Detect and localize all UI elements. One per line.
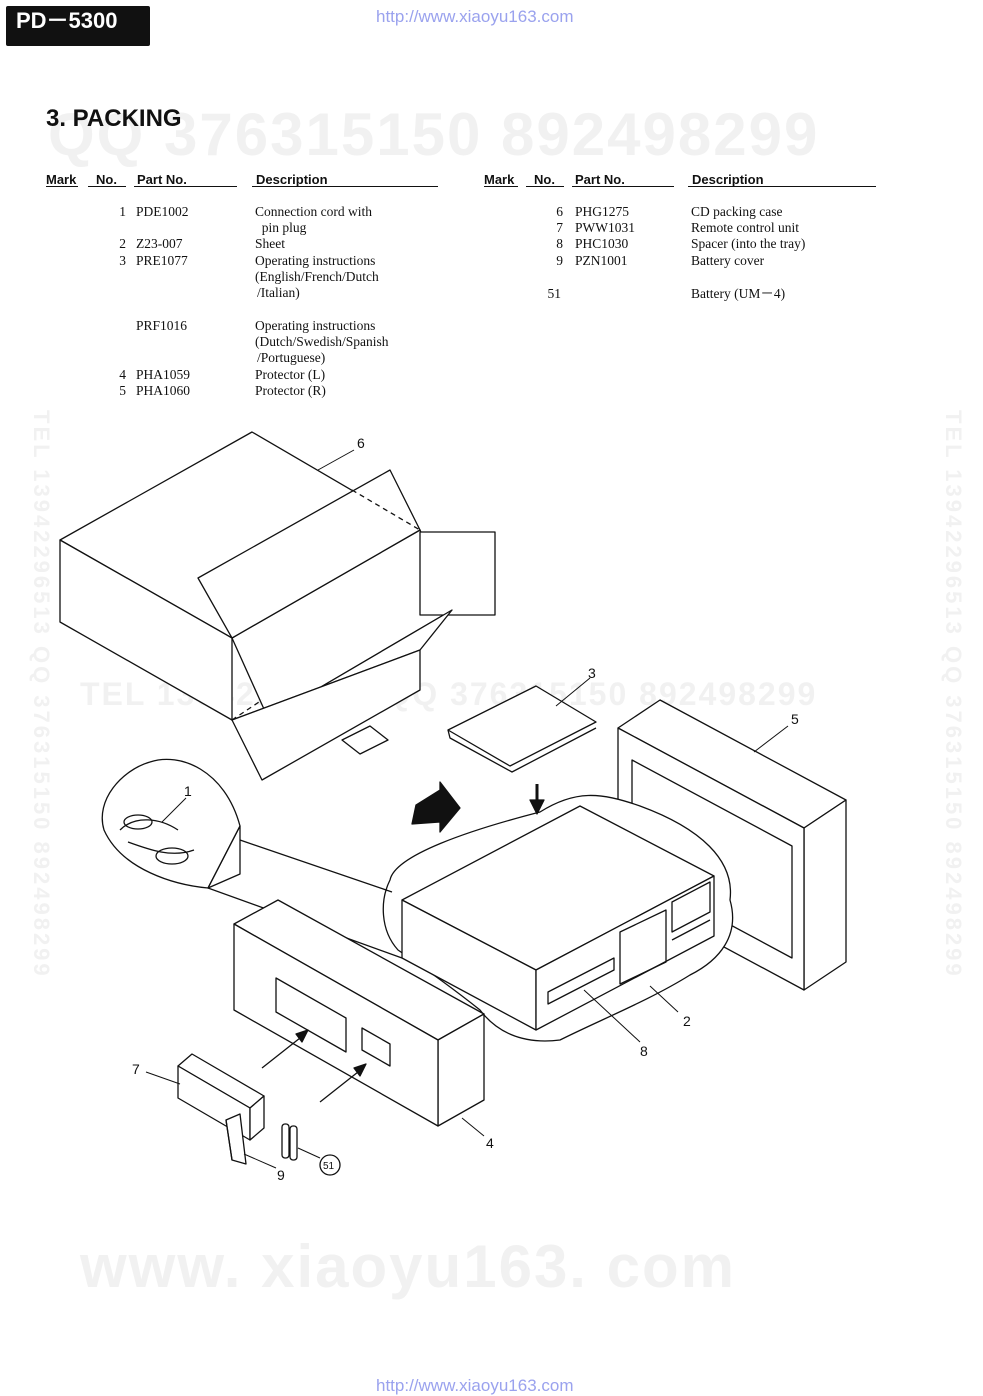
- part-no: 7: [556, 220, 563, 235]
- rule: [572, 186, 674, 187]
- callout-51: 51: [323, 1161, 335, 1172]
- col-no-right: No.: [534, 172, 555, 187]
- cord-detail: [101, 758, 403, 959]
- part-no: 4: [119, 367, 126, 382]
- callout-2: 2: [683, 1013, 691, 1029]
- part-no: 5: [119, 383, 126, 398]
- part-description: (English/French/Dutch: [255, 269, 379, 284]
- callout-1: 1: [184, 783, 192, 799]
- rule: [134, 186, 237, 187]
- rule: [484, 186, 518, 187]
- protector-left: [233, 899, 485, 1127]
- part-number: PHC1030: [575, 236, 629, 251]
- part-no: 8: [556, 236, 563, 251]
- part-no: 9: [556, 253, 563, 268]
- part-description: Battery (UM－4): [691, 286, 786, 301]
- callout-5: 5: [791, 711, 799, 727]
- part-description: /Italian): [257, 285, 300, 300]
- part-description: Battery cover: [691, 253, 765, 268]
- rule: [88, 186, 126, 187]
- callout-9: 9: [277, 1167, 285, 1183]
- rule: [526, 186, 564, 187]
- col-partno-right: Part No.: [575, 172, 625, 187]
- callout-7: 7: [132, 1061, 140, 1077]
- part-number: PHG1275: [575, 204, 630, 219]
- part-no: 1: [119, 204, 126, 219]
- watermark-side-left: TEL 13942296513 QQ 376315150 892498299: [29, 410, 54, 979]
- part-no: 2: [119, 236, 126, 251]
- section-title: 3. PACKING: [46, 105, 182, 132]
- rule: [252, 186, 438, 187]
- part-description: Protector (L): [255, 367, 326, 382]
- part-number: PRE1077: [136, 253, 188, 268]
- model-badge: PD－5300: [6, 6, 150, 46]
- col-desc-right: Description: [692, 172, 764, 187]
- col-partno-left: Part No.: [137, 172, 187, 187]
- part-number: PHA1060: [136, 383, 191, 398]
- part-description: Operating instructions: [255, 253, 376, 268]
- part-description: Remote control unit: [691, 220, 799, 235]
- packing-case: [59, 431, 496, 781]
- part-description: Protector (R): [255, 383, 326, 398]
- callout-6: 6: [357, 435, 365, 451]
- watermark-side-right: TEL 13942296513 QQ 376315150 892498299: [941, 410, 966, 979]
- cd-player: [382, 781, 734, 1042]
- part-description: Operating instructions: [255, 318, 376, 333]
- part-description: Spacer (into the tray): [691, 236, 806, 251]
- part-no: 51: [547, 286, 562, 301]
- part-number: PRF1016: [136, 318, 188, 333]
- callout-3: 3: [588, 665, 596, 681]
- col-mark-right: Mark: [484, 172, 515, 187]
- part-description: Sheet: [255, 236, 285, 251]
- part-description: (Dutch/Swedish/Spanish: [255, 334, 389, 349]
- watermark-www: www. xiaoyu163. com: [80, 1233, 737, 1300]
- col-no-left: No.: [96, 172, 117, 187]
- part-number: Z23-007: [136, 236, 183, 251]
- part-description: CD packing case: [691, 204, 783, 219]
- part-description: pin plug: [255, 220, 307, 235]
- part-description: Connection cord with: [255, 204, 372, 219]
- rule: [46, 186, 78, 187]
- part-number: PHA1059: [136, 367, 191, 382]
- part-number: PDE1002: [136, 204, 189, 219]
- col-desc-left: Description: [256, 172, 328, 187]
- part-no: 3: [119, 253, 126, 268]
- part-no: 6: [556, 204, 563, 219]
- watermark-qq: QQ 376315150 892498299: [48, 101, 820, 168]
- remote-control: [177, 1053, 265, 1141]
- col-mark-left: Mark: [46, 172, 77, 187]
- callout-8: 8: [640, 1043, 648, 1059]
- source-url-top[interactable]: http://www.xiaoyu163.com: [376, 7, 574, 26]
- source-url-bottom[interactable]: http://www.xiaoyu163.com: [376, 1376, 574, 1395]
- instruction-sheet: [447, 685, 597, 773]
- rule: [688, 186, 876, 187]
- battery-cover: [225, 1113, 247, 1165]
- callout-4: 4: [486, 1135, 494, 1151]
- part-description: /Portuguese): [257, 350, 326, 365]
- batteries: [281, 1123, 341, 1176]
- part-number: PZN1001: [575, 253, 628, 268]
- part-number: PWW1031: [575, 220, 635, 235]
